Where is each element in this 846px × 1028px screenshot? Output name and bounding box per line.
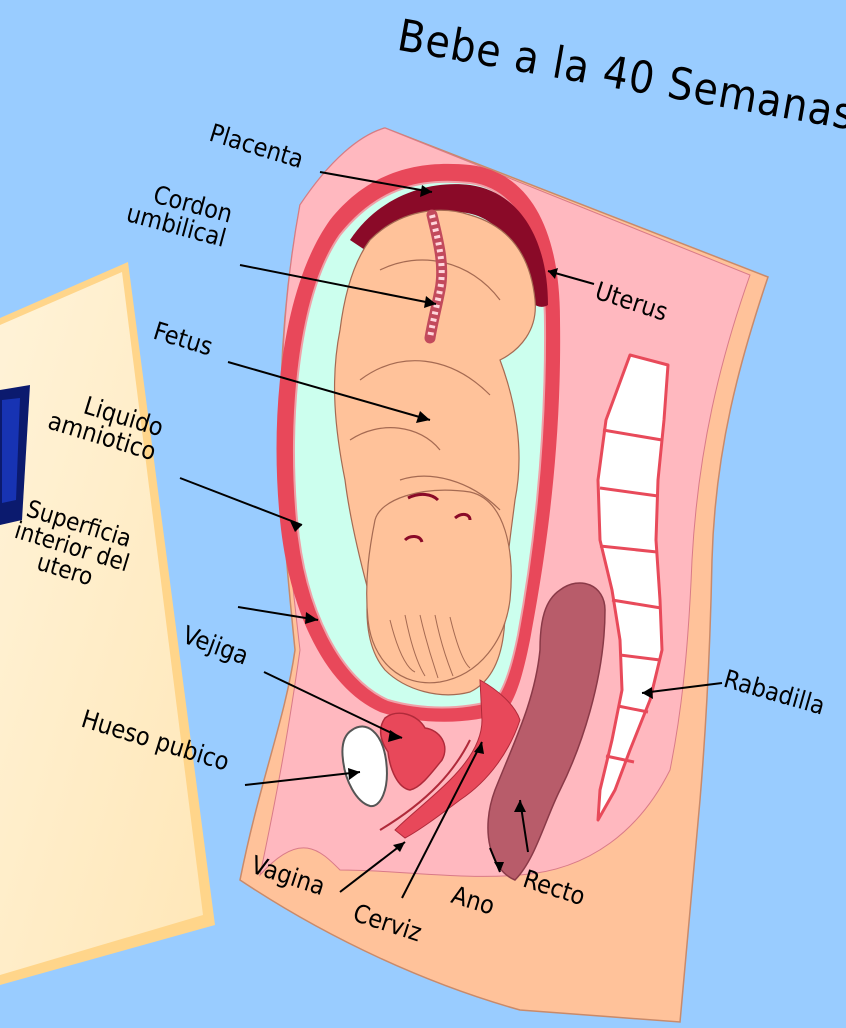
background-page	[0, 262, 215, 985]
